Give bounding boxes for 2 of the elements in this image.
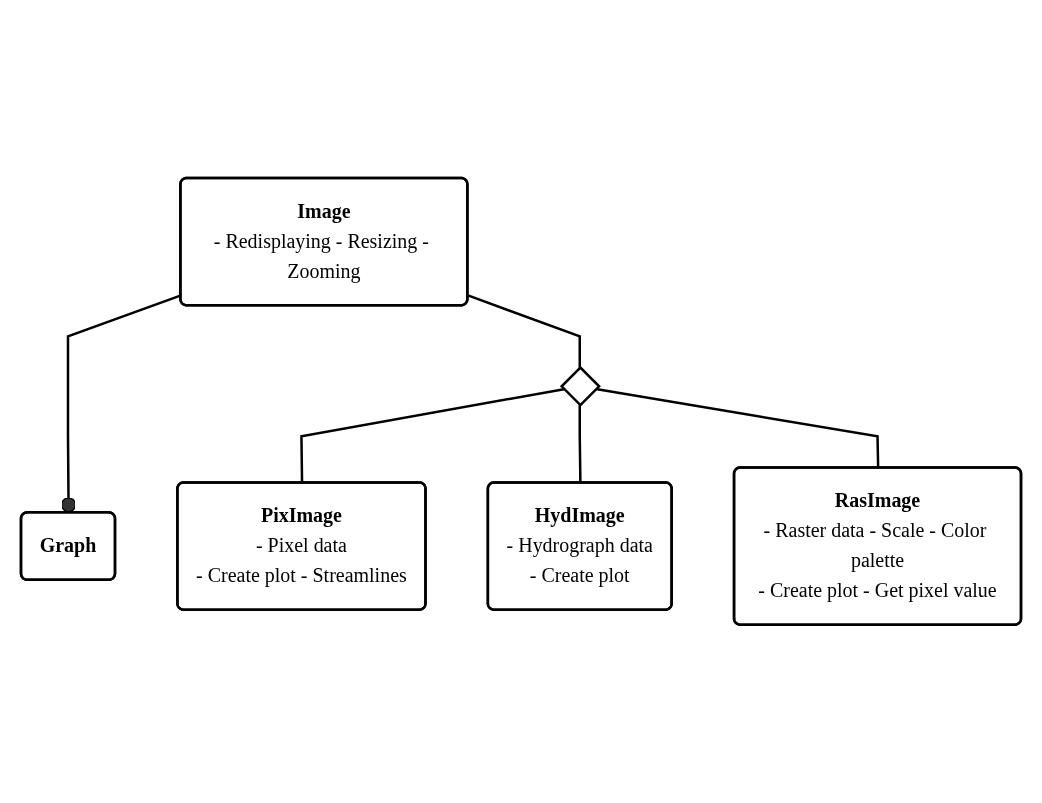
node-diamond xyxy=(559,366,601,407)
connector xyxy=(467,294,581,368)
